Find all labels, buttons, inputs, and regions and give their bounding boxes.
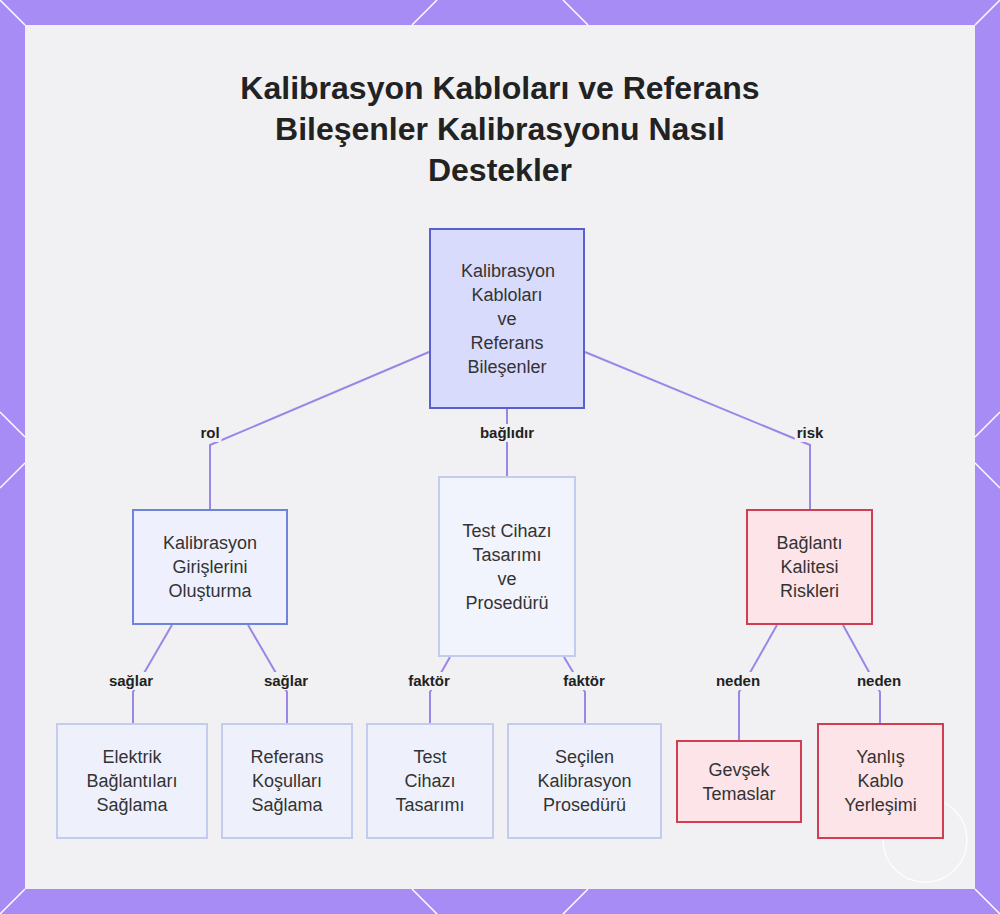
node-label: Test Cihazı Tasarımı ve Prosedürü	[462, 519, 552, 615]
content-panel	[25, 25, 975, 889]
concept-box: Referans Koşulları Sağlama	[221, 723, 353, 839]
text-holder: Gevşek Temaslar	[694, 758, 784, 806]
concept-box: Kalibrasyon Girişlerini Oluşturma	[132, 509, 288, 625]
concept-box: Kalibrasyon Kabloları ve Referans Bileşe…	[429, 228, 585, 409]
edge-label: faktör	[406, 672, 452, 690]
edge-label: risk	[795, 424, 826, 442]
edge-label: rol	[198, 424, 221, 442]
node-label: Kalibrasyon Girişlerini Oluşturma	[155, 531, 265, 603]
edge-label: neden	[714, 672, 762, 690]
edge-label: neden	[855, 672, 903, 690]
text-holder: Seçilen Kalibrasyon Prosedürü	[525, 745, 645, 817]
node-label: Test Cihazı Tasarımı	[390, 745, 470, 817]
text-holder: Elektrik Bağlantıları Sağlama	[72, 745, 192, 817]
node-label: Bağlantı Kalitesi Riskleri	[760, 531, 860, 603]
connector-line	[210, 352, 429, 509]
concept-box: Elektrik Bağlantıları Sağlama	[56, 723, 208, 839]
concept-box: Gevşek Temaslar	[676, 740, 802, 823]
edge-label: sağlar	[262, 672, 310, 690]
connector-line	[585, 352, 810, 509]
node-label: Kalibrasyon Kabloları ve Referans Bileşe…	[461, 259, 553, 379]
connector-line	[564, 657, 585, 723]
concept-box: Test Cihazı Tasarımı	[366, 723, 494, 839]
concept-box: Bağlantı Kalitesi Riskleri	[746, 509, 873, 625]
text-holder: Test Cihazı Tasarımı ve Prosedürü	[462, 519, 552, 615]
node-label: Seçilen Kalibrasyon Prosedürü	[525, 745, 645, 817]
connector-line	[506, 409, 508, 476]
diagram-title: Kalibrasyon Kabloları ve Referans Bileşe…	[220, 68, 780, 191]
connector-line	[430, 657, 450, 723]
text-holder: Yanlış Kablo Yerleşimi	[833, 745, 929, 817]
concept-box: Seçilen Kalibrasyon Prosedürü	[507, 723, 662, 839]
node-label: Referans Koşulları Sağlama	[237, 745, 337, 817]
node-label: Elektrik Bağlantıları Sağlama	[72, 745, 192, 817]
edge-label: faktör	[561, 672, 607, 690]
text-holder: Kalibrasyon Girişlerini Oluşturma	[155, 531, 265, 603]
edge-label: sağlar	[107, 672, 155, 690]
concept-box: Test Cihazı Tasarımı ve Prosedürü	[438, 476, 576, 657]
text-holder: Bağlantı Kalitesi Riskleri	[760, 531, 860, 603]
edge-label: bağlıdır	[478, 424, 536, 442]
concept-box: Yanlış Kablo Yerleşimi	[817, 723, 944, 839]
node-label: Gevşek Temaslar	[694, 758, 784, 806]
text-holder: Test Cihazı Tasarımı	[390, 745, 470, 817]
text-holder: Referans Koşulları Sağlama	[237, 745, 337, 817]
node-label: Yanlış Kablo Yerleşimi	[833, 745, 929, 817]
text-holder: Kalibrasyon Kabloları ve Referans Bileşe…	[461, 259, 553, 379]
